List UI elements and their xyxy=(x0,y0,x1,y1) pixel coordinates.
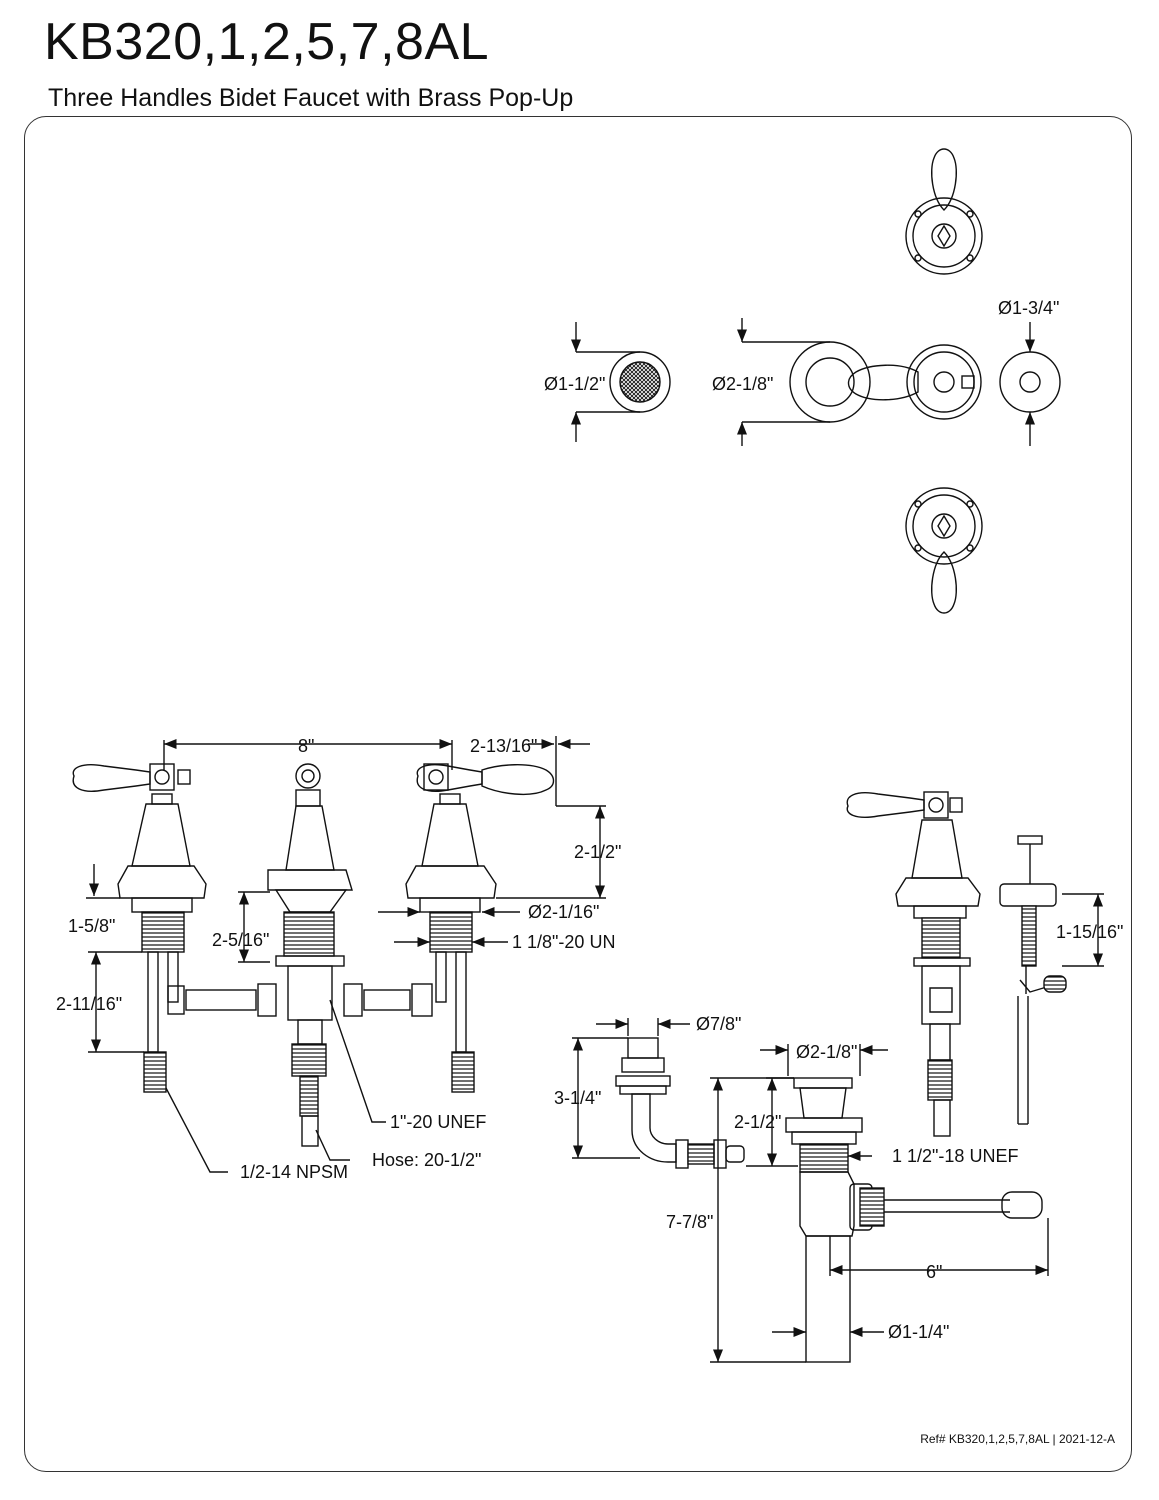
product-description: Three Handles Bidet Faucet with Brass Po… xyxy=(48,84,574,112)
popup-valve-side-view xyxy=(846,791,981,1137)
body-height-label: 2-5/16" xyxy=(212,930,269,950)
model-title: KB320,1,2,5,7,8AL xyxy=(44,13,490,71)
drain-flange-diameter-label: Ø2-1/8" xyxy=(796,1042,857,1062)
valve-flange-diameter-label: Ø2-1/16" xyxy=(528,902,599,922)
top-handle-plan-view xyxy=(905,148,983,275)
drain-assembly xyxy=(710,1044,1049,1363)
center-spout-body xyxy=(267,763,353,1147)
spout-reach-label: 2-13/16" xyxy=(470,736,537,756)
lift-rod-height-label: 1-15/16" xyxy=(1056,922,1123,942)
tailpipe-diameter-label: Ø1-1/4" xyxy=(888,1322,949,1342)
diverter-height-label: 3-1/4" xyxy=(554,1088,601,1108)
spout-plan-view xyxy=(736,318,982,446)
pivot-reach-label: 6" xyxy=(926,1262,942,1282)
tailpiece-length-label: 2-11/16" xyxy=(56,994,122,1014)
drain-upper-height-label: 2-1/2" xyxy=(734,1112,781,1132)
hose-length-label: Hose: 20-1/2" xyxy=(372,1150,481,1170)
right-valve xyxy=(405,763,555,1093)
center-thread-label: 1"-20 UNEF xyxy=(390,1112,486,1132)
shank-height-label: 1-5/8" xyxy=(68,916,115,936)
bottom-handle-plan-view xyxy=(905,487,983,614)
drawing-frame xyxy=(24,116,1132,1472)
handle-flange-diameter-label: Ø1-3/4" xyxy=(998,298,1059,318)
aerator-diameter-label: Ø1-1/2" xyxy=(544,374,605,394)
lift-rod xyxy=(999,835,1104,1125)
drain-thread-label: 1 1/2"-18 UNEF xyxy=(892,1146,1018,1166)
cross-connectors xyxy=(167,983,433,1017)
flange-plan-view xyxy=(999,322,1061,446)
handle-height-label: 2-1/2" xyxy=(574,842,621,862)
left-valve xyxy=(72,763,207,1093)
diverter-diameter-label: Ø7/8" xyxy=(696,1014,741,1034)
supply-thread-label: 1/2-14 NPSM xyxy=(240,1162,348,1182)
aerator-plan-view xyxy=(570,322,671,442)
drain-total-height-label: 7-7/8" xyxy=(666,1212,713,1232)
center-spread-label: 8" xyxy=(298,736,314,756)
valve-thread-label: 1 1/8"-20 UN xyxy=(512,932,615,952)
faucet-front-view xyxy=(72,736,606,1173)
spout-flange-diameter-label: Ø2-1/8" xyxy=(712,374,773,394)
reference-number: Ref# KB320,1,2,5,7,8AL | 2021-12-A xyxy=(920,1432,1115,1446)
